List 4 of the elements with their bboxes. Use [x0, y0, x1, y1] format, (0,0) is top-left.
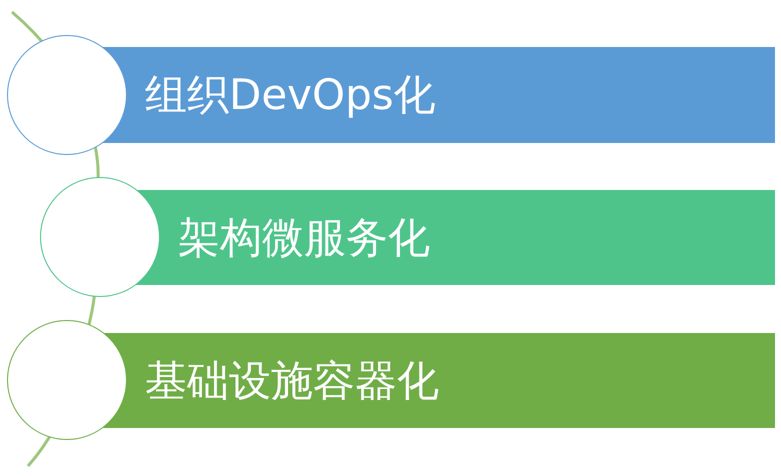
banner-text: 架构微服务化	[178, 216, 430, 258]
banner-text: 组织DevOps化	[145, 74, 436, 116]
banner-text: 基础设施容器化	[145, 360, 439, 402]
banner-bar	[135, 190, 775, 285]
